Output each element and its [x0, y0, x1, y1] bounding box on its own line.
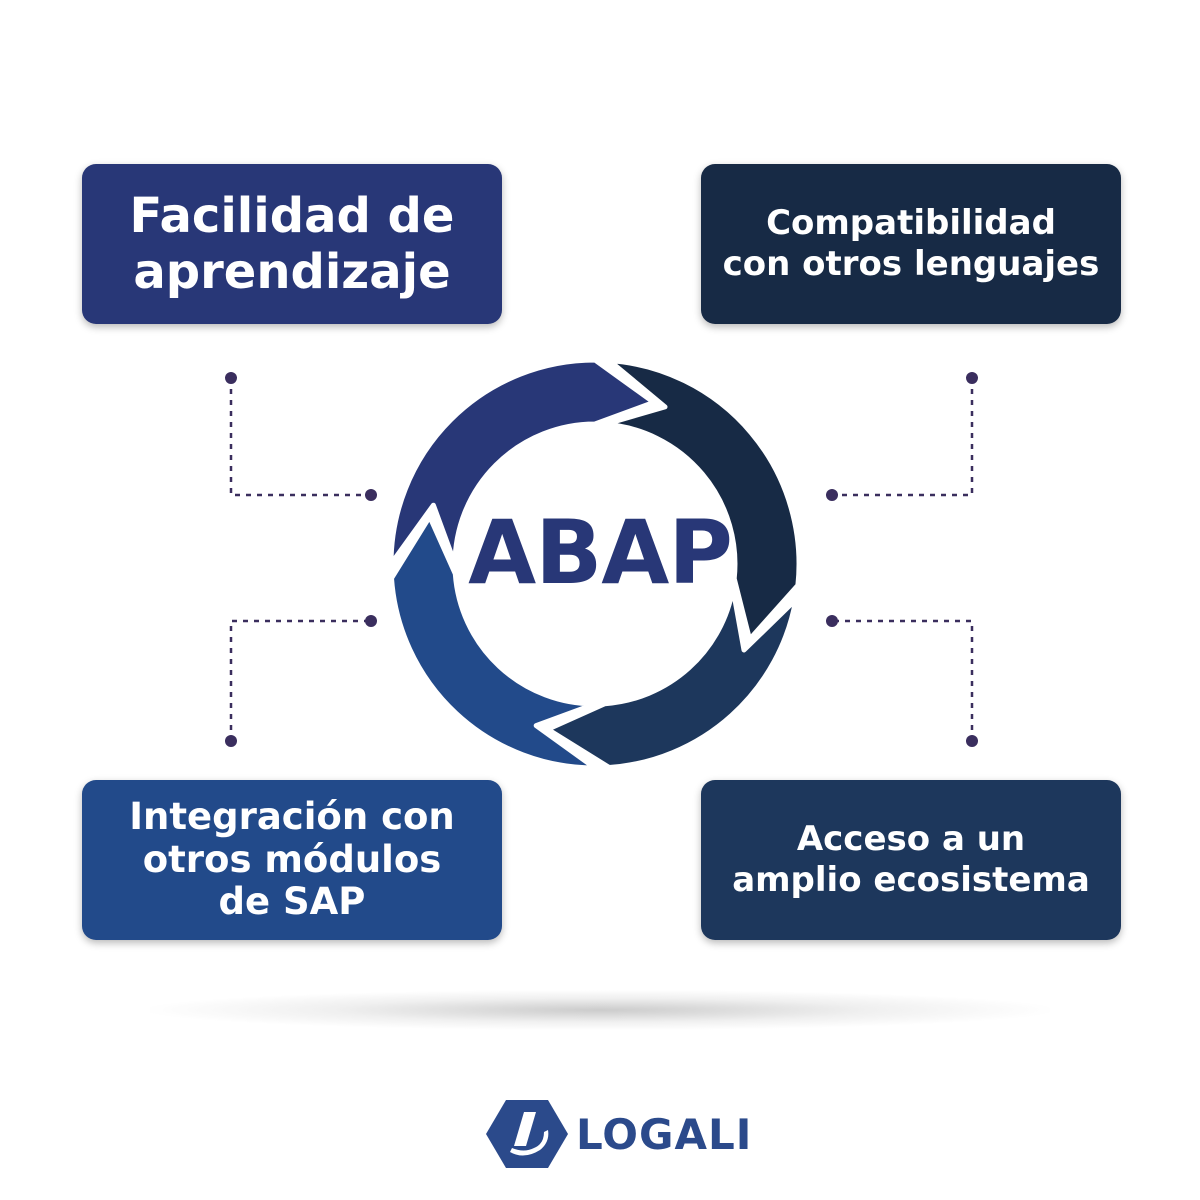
connector-dot [225, 735, 237, 747]
connector-dot [966, 372, 978, 384]
cycle-segment-bottom-left [389, 514, 598, 771]
card-line: de SAP [218, 880, 366, 924]
logali-hexagon-icon [486, 1100, 568, 1168]
connector-dot [966, 735, 978, 747]
card-line: Acceso a un [796, 818, 1026, 859]
connector-dot [826, 489, 838, 501]
connector-dot [826, 615, 838, 627]
connector-top-left [229, 378, 371, 497]
card-line: Integración con [129, 794, 455, 838]
floor-shadow [150, 990, 1050, 1030]
card-line: Compatibilidad [766, 202, 1056, 243]
card-line: con otros lenguajes [722, 244, 1100, 284]
connector-bottom-right [832, 619, 974, 741]
connector-dot [365, 615, 377, 627]
cycle-segment-bottom-right [545, 585, 799, 770]
connector-dot [365, 489, 377, 501]
card-compatibilidad-lenguajes: Compatibilidad con otros lenguajes [701, 164, 1121, 324]
logali-logo: LOGALI [484, 1098, 752, 1170]
card-line: aprendizaje [133, 244, 451, 300]
logo-wordmark: LOGALI [576, 1109, 753, 1159]
connector-dot [225, 372, 237, 384]
card-line: amplio ecosistema [732, 860, 1090, 900]
abap-center-label: ABAP [468, 500, 733, 604]
card-facilidad-aprendizaje: Facilidad de aprendizaje [82, 164, 502, 324]
connector-bottom-left [229, 619, 371, 741]
card-acceso-ecosistema: Acceso a un amplio ecosistema [701, 780, 1121, 940]
connector-top-right [832, 378, 974, 497]
card-integracion-modulos-sap: Integración con otros módulos de SAP [82, 780, 502, 940]
card-line: otros módulos [142, 837, 442, 881]
card-line: Facilidad de [129, 187, 455, 244]
cycle-segment-top-left [388, 357, 657, 567]
cycle-segment-top-right [602, 358, 802, 642]
